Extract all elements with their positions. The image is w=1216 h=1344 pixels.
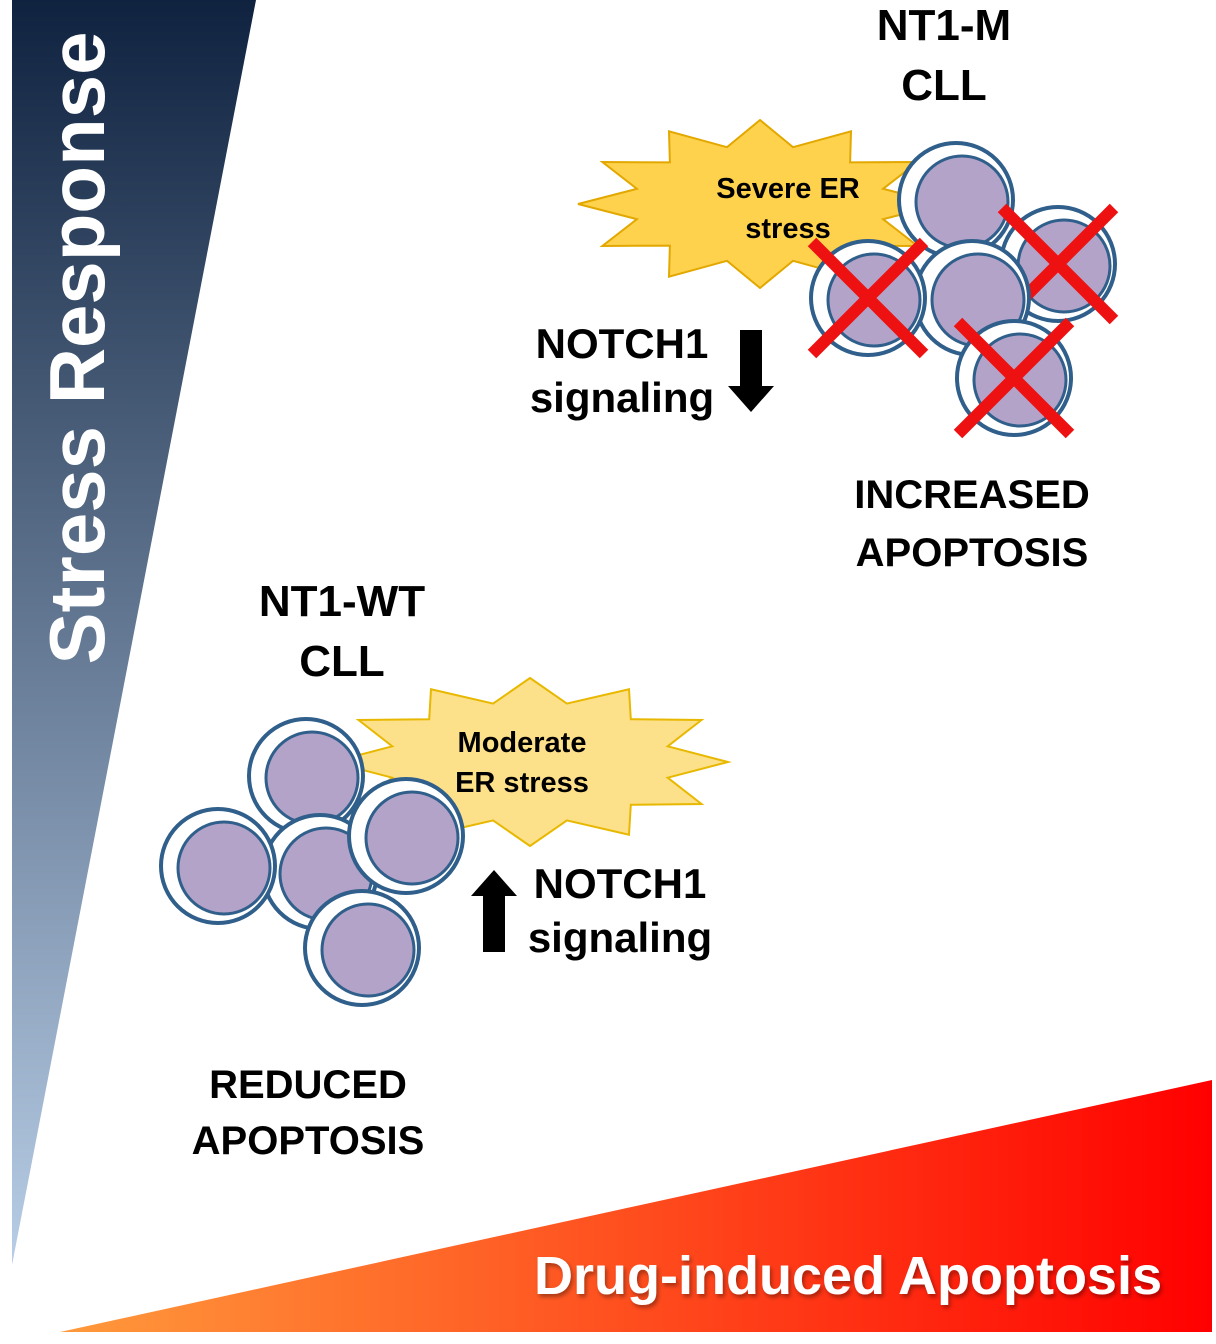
mutant-notch-line2: signaling [530, 374, 714, 421]
dead-cell-x-icon [953, 317, 1075, 439]
cell-nucleus [176, 820, 272, 916]
drug-apoptosis-label: Drug-induced Apoptosis [534, 1246, 1162, 1306]
mutant-cell [897, 141, 1015, 259]
mutant-dead-cell [997, 203, 1119, 325]
drug-apoptosis-wedge [60, 1080, 1212, 1332]
mutant-outcome-line2: APOPTOSIS [856, 531, 1089, 575]
arrow-down-icon [728, 330, 774, 412]
wildtype-title-line1: NT1-WT [259, 577, 425, 626]
wildtype-title-line2: CLL [299, 637, 385, 686]
mutant-dead-cell [953, 317, 1075, 439]
dead-cell-x-icon [807, 237, 929, 359]
cell-nucleus [264, 730, 360, 826]
wildtype-cell [303, 889, 421, 1007]
mutant-dead-cell [807, 237, 929, 359]
mutant-notch-line1: NOTCH1 [536, 320, 709, 367]
wildtype-outcome-line2: APOPTOSIS [192, 1119, 425, 1163]
mutant-title-line1: NT1-M [877, 1, 1011, 50]
cell-nucleus [320, 902, 416, 998]
moderate-stress-line2: ER stress [455, 767, 589, 799]
wildtype-cell-cluster [159, 717, 465, 1007]
wildtype-notch-line1: NOTCH1 [534, 860, 707, 907]
arrow-up-icon [471, 870, 517, 952]
wildtype-cell [159, 807, 277, 925]
mutant-cell-cluster [807, 141, 1119, 439]
cell-nucleus [914, 154, 1010, 250]
stress-response-label: Stress Response [33, 32, 121, 665]
severe-stress-line1: Severe ER [716, 173, 860, 205]
moderate-stress-line1: Moderate [458, 727, 587, 759]
wildtype-cell [347, 777, 465, 895]
wildtype-notch-line2: signaling [528, 914, 712, 961]
stress-response-wedge [12, 0, 256, 1265]
wildtype-outcome-line1: REDUCED [209, 1063, 407, 1107]
mutant-title-line2: CLL [901, 61, 987, 110]
cell-nucleus [364, 790, 460, 886]
wildtype-cell [247, 717, 365, 835]
mutant-outcome-line1: INCREASED [854, 473, 1090, 517]
